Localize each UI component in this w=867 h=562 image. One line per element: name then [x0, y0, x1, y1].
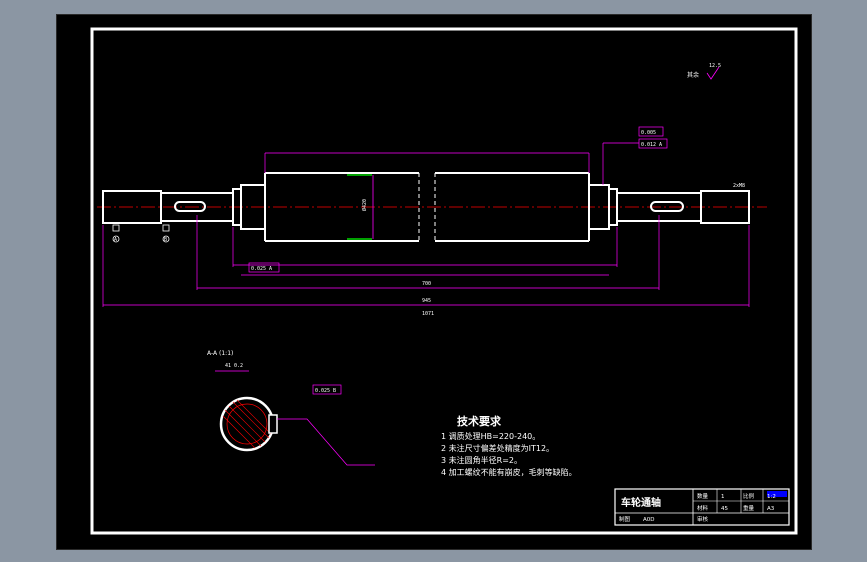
thread-label: 2xM8 [733, 183, 745, 189]
section-keyway [268, 414, 278, 434]
title-block: 车轮通轴 数量 1 比例 1:2 材料 45 重量 A3 制图 A0D 审核 [614, 488, 790, 526]
section-dim-top: 41 0.2 [225, 363, 243, 369]
length-1-label: 945 [422, 298, 431, 304]
right-end-section [700, 190, 750, 224]
total-length-label: 1071 [422, 311, 434, 317]
svg-text:A0D: A0D [643, 517, 655, 523]
length-2-label: 700 [422, 281, 431, 287]
tolerance-frame-3-text: 0.025 A [251, 266, 272, 272]
break-lines [418, 173, 436, 241]
svg-text:审核: 审核 [697, 515, 709, 523]
shaft-elevation: Ø420 2xM8 [97, 172, 767, 242]
svg-text:重量: 重量 [743, 504, 755, 512]
section-label: A-A (1:1) [207, 350, 233, 357]
svg-text:1:2: 1:2 [767, 494, 776, 500]
svg-text:数量: 数量 [697, 492, 709, 500]
center-dia-label: Ø420 [361, 199, 368, 211]
svg-text:45: 45 [721, 506, 728, 512]
svg-text:材料: 材料 [697, 504, 709, 512]
datum-a-marker: A [112, 224, 120, 243]
body-left-half [264, 172, 419, 242]
cad-viewport[interactable]: Ø420 2xM8 700 945 1071 0.005 0.012 A 0.0… [56, 14, 812, 550]
surface-note-label: 其余 [687, 71, 699, 79]
tolerance-frame-2-text: 0.012 A [641, 142, 662, 148]
tech-requirements: 技术要求 1 调质处理HB=220-240。 2 未注尺寸偏差处精度为IT12。… [441, 414, 577, 477]
section-inner-circle [226, 403, 268, 445]
sheet-border [90, 27, 798, 535]
roughness-symbol [706, 66, 720, 80]
part-name: 车轮通轴 [621, 496, 661, 509]
tolerance-frame-2 [638, 138, 668, 149]
tech-item-2: 2 未注尺寸偏差处精度为IT12。 [441, 443, 554, 453]
shaft-drawing: Ø420 2xM8 700 945 1071 0.005 0.012 A 0.0… [90, 27, 798, 535]
datum-b-marker: B [162, 224, 170, 243]
svg-text:制图: 制图 [619, 515, 631, 523]
section-tolerance-frame [312, 384, 342, 395]
tech-item-3: 3 未注圆角半径R=2。 [441, 455, 522, 465]
tolerance-frame-3 [248, 262, 280, 273]
dimension-lines [102, 152, 750, 307]
svg-text:A3: A3 [767, 506, 775, 512]
right-keyway [650, 201, 684, 212]
tolerance-frame-1 [638, 126, 664, 137]
svg-text:A: A [114, 237, 117, 243]
tolerance-frame-1-text: 0.005 [641, 130, 656, 136]
svg-text:1: 1 [721, 494, 725, 500]
surface-note-value: 12.5 [709, 63, 721, 69]
tech-item-4: 4 加工螺纹不能有崩皮，毛刺等缺陷。 [441, 467, 577, 477]
svg-text:比例: 比例 [743, 492, 755, 500]
section-a-a: A-A (1:1) 41 0.2 0.025 B [207, 350, 375, 466]
svg-text:B: B [164, 237, 167, 243]
tech-item-1: 1 调质处理HB=220-240。 [441, 431, 540, 441]
tech-requirements-title: 技术要求 [457, 414, 502, 428]
section-tolerance-text: 0.025 B [315, 388, 336, 394]
left-keyway [174, 201, 206, 212]
